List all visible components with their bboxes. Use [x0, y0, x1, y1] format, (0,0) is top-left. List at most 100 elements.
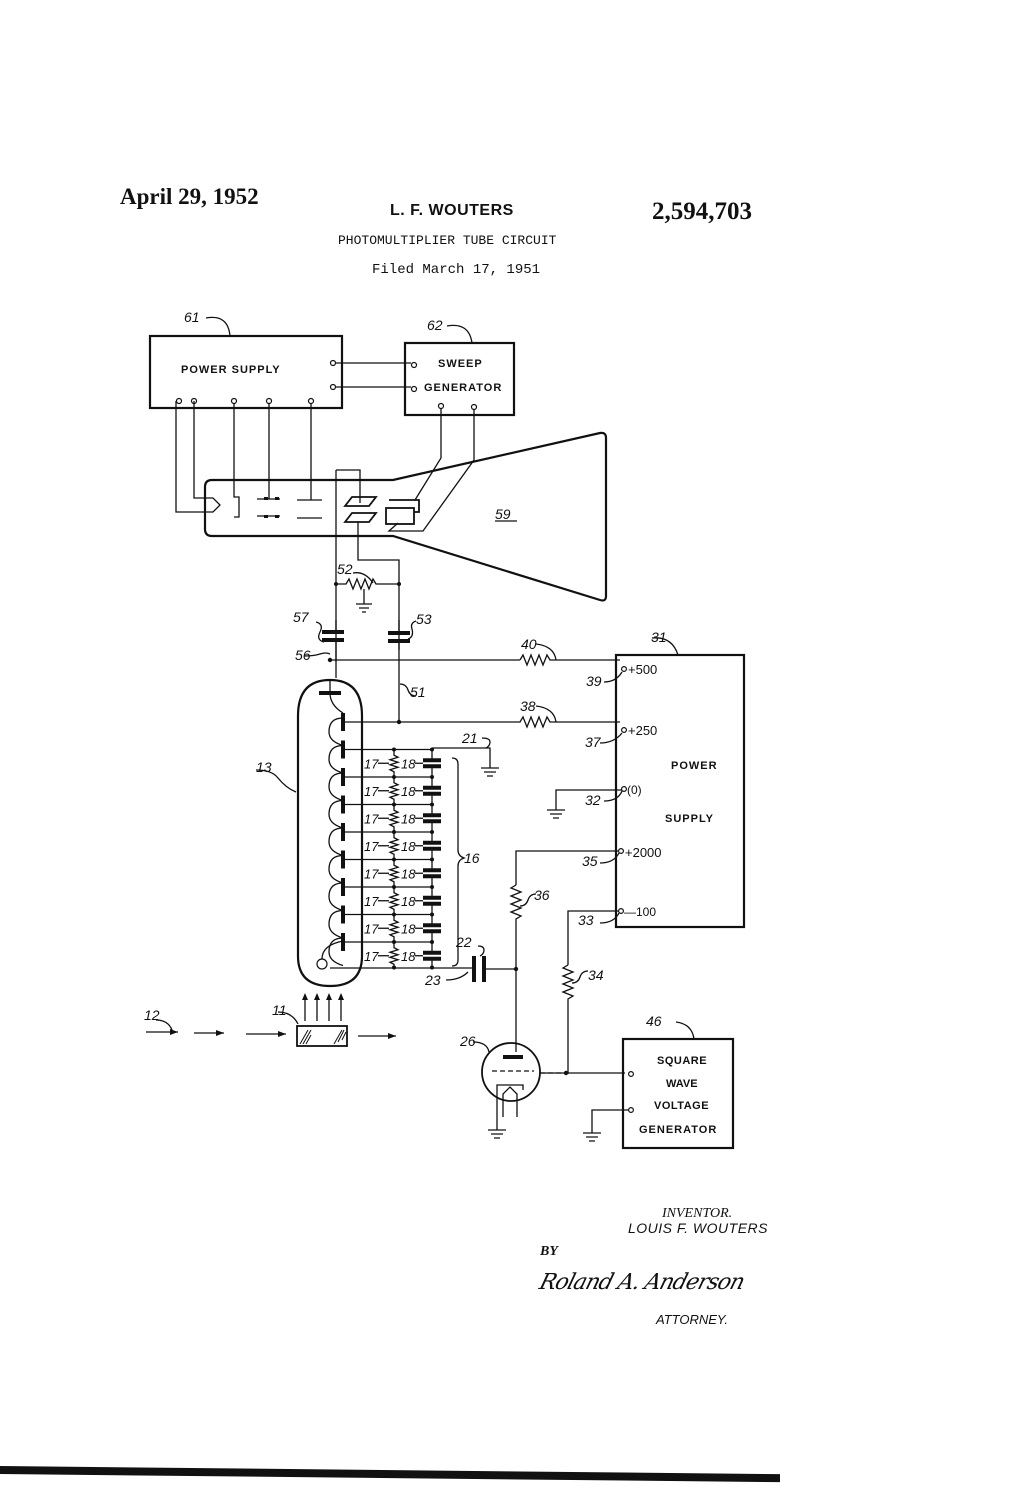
ref-38: 38: [520, 698, 536, 714]
photomultiplier-tube-13: 13: [255, 678, 364, 988]
ref-35: 35: [582, 853, 598, 869]
ref-12: 12: [144, 1007, 160, 1023]
ref-11: 11: [272, 1002, 287, 1018]
ref-46: 46: [646, 1013, 662, 1029]
resistor-17: [387, 832, 401, 860]
vacuum-tube-26: 26: [459, 969, 625, 1139]
ref-39: 39: [586, 673, 602, 689]
power-supply-61: POWER SUPPLY 61: [148, 309, 344, 410]
electron-path: [321, 940, 344, 960]
ref-18: 18: [401, 784, 416, 799]
ref-33: 33: [578, 912, 594, 928]
electron-path: [329, 692, 344, 714]
electron-path: [328, 772, 344, 802]
resistor-17: [387, 942, 401, 970]
terminal-37-voltage: +250: [628, 723, 657, 738]
ps31-label-1: POWER: [671, 760, 718, 772]
patent-title: PHOTOMULTIPLIER TUBE CIRCUIT: [338, 233, 557, 248]
resistor-17: [387, 777, 401, 805]
capacitor-22: 22 23: [330, 934, 519, 988]
capacitor-57: 57: [293, 609, 344, 643]
resistor-17: [387, 887, 401, 915]
ref-17: 17: [364, 921, 379, 936]
ref-56: 56: [295, 647, 311, 663]
divider-network-16: 17 18 17 18 17 18 17 18 17 18 17 18 17 18 17 18: [364, 747, 441, 970]
dynode-chain: [321, 692, 432, 967]
radiation-beam-12: 12: [144, 1007, 396, 1039]
ref-52: 52: [337, 561, 353, 577]
ref-18: 18: [401, 756, 416, 771]
resistor-17: [387, 804, 401, 832]
ref-16: 16: [464, 850, 480, 866]
ref-13: 13: [256, 759, 272, 775]
crt-59: 59: [175, 401, 608, 662]
ref-26: 26: [459, 1033, 476, 1049]
ref-18: 18: [401, 894, 416, 909]
ref-18: 18: [401, 866, 416, 881]
power-supply-31: 31 POWER SUPPLY +500 39 +250 37 (0) 32 +…: [547, 629, 746, 929]
electron-path: [328, 827, 344, 857]
patent-date: April 29, 1952: [120, 184, 259, 209]
resistor-40: 40: [519, 636, 620, 667]
terminal-33-voltage: —100: [624, 905, 656, 919]
ref-17: 17: [364, 784, 379, 799]
sweep-label-1: SWEEP: [438, 358, 483, 370]
filed-date: Filed March 17, 1951: [372, 262, 541, 278]
resistor-17: [387, 749, 401, 777]
ref-57: 57: [293, 609, 310, 625]
ref-53: 53: [416, 611, 432, 627]
resistor-36: 36: [509, 884, 550, 969]
swg-label-2: WAVE: [666, 1078, 698, 1090]
sweep-generator-62: SWEEP GENERATOR 62: [403, 317, 516, 417]
electron-path: [328, 854, 344, 884]
sweep-label-2: GENERATOR: [424, 382, 502, 394]
ref-34: 34: [588, 967, 604, 983]
ref-36: 36: [534, 887, 550, 903]
electron-path: [328, 744, 344, 774]
electron-path: [328, 882, 344, 912]
terminal-35-voltage: +2000: [625, 845, 662, 860]
inventor-label: INVENTOR.: [662, 1206, 733, 1221]
ref-32: 32: [585, 792, 601, 808]
power-supply-61-label: POWER SUPPLY: [181, 364, 281, 376]
ref-17: 17: [364, 894, 379, 909]
ref-18: 18: [401, 949, 416, 964]
electron-path: [328, 937, 344, 967]
capacitor-53: 53: [388, 611, 432, 643]
ref-21: 21: [461, 730, 478, 746]
resistor-17: [387, 914, 401, 942]
ref-18: 18: [401, 839, 416, 854]
attorney-label: ATTORNEY.: [656, 1312, 729, 1327]
patent-number: 2,594,703: [652, 198, 752, 225]
swg-label-1: SQUARE: [657, 1055, 707, 1067]
terminal-39-voltage: +500: [628, 662, 657, 677]
potentiometer-52: 52: [334, 561, 401, 613]
swg-label-3: VOLTAGE: [654, 1100, 709, 1112]
ref-17: 17: [364, 811, 379, 826]
resistor-34: 34: [561, 964, 604, 1074]
electron-path: [328, 717, 344, 747]
ref-40: 40: [521, 636, 537, 652]
electron-path: [328, 799, 344, 829]
resistor-17: [387, 859, 401, 887]
ref-18: 18: [401, 921, 416, 936]
swg-label-4: GENERATOR: [639, 1124, 717, 1136]
terminal-32-voltage: (0): [627, 783, 642, 797]
ref-37: 37: [585, 734, 602, 750]
electron-path: [328, 909, 344, 939]
ref-59: 59: [495, 506, 511, 522]
ref-17: 17: [364, 756, 379, 771]
ref-18: 18: [401, 811, 416, 826]
ref-23: 23: [424, 972, 441, 988]
inventor-full-name: LOUIS F. WOUTERS: [628, 1220, 768, 1236]
ref-17: 17: [364, 866, 379, 881]
scintillation-crystal-11: 11: [272, 993, 348, 1047]
ref-22: 22: [455, 934, 472, 950]
square-wave-generator-46: 46 SQUARE WAVE VOLTAGE GENERATOR: [583, 1013, 735, 1150]
attorney-signature: Roland A. Anderson: [536, 1270, 747, 1295]
ref-51: 51: [410, 684, 426, 700]
ps31-label-2: SUPPLY: [665, 813, 714, 825]
ref-17: 17: [364, 949, 379, 964]
ref-17: 17: [364, 839, 379, 854]
